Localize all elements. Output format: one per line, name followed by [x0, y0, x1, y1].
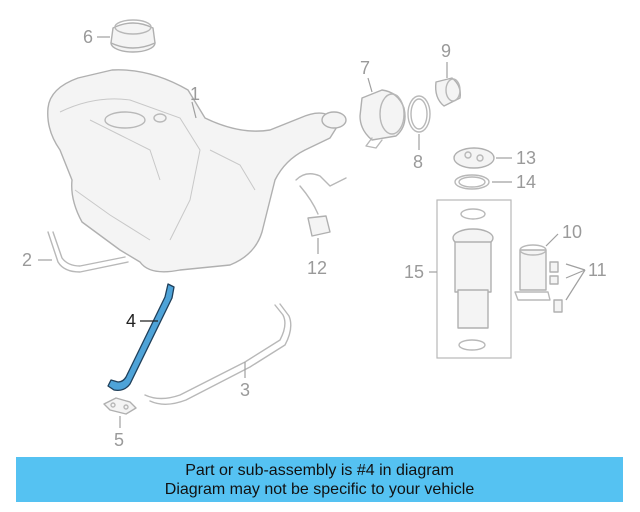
part-10-sender: [514, 244, 551, 301]
callout-2: 2: [22, 250, 32, 270]
callout-5: 5: [114, 430, 124, 450]
banner-line-1: Part or sub-assembly is #4 in diagram: [185, 461, 454, 479]
callout-11: 11: [588, 260, 607, 280]
callout-1: 1: [190, 84, 200, 104]
part-5-bracket: [103, 397, 137, 415]
callout-9: 9: [441, 41, 451, 61]
part-3-strap: [144, 303, 292, 405]
part-7-filler-neck: [359, 89, 406, 149]
part-15-pump-assembly: [436, 199, 512, 359]
info-banner: Part or sub-assembly is #4 in diagram Di…: [16, 457, 623, 502]
callout-3: 3: [240, 380, 250, 400]
part-12-sensor: [295, 173, 347, 237]
callout-12: 12: [307, 258, 327, 278]
banner-line-2: Diagram may not be specific to your vehi…: [164, 480, 475, 498]
callout-13: 13: [516, 148, 536, 168]
callout-14: 14: [516, 172, 536, 192]
callout-7: 7: [360, 58, 370, 78]
callout-8: 8: [413, 152, 423, 172]
part-11-fittings: [549, 261, 563, 313]
part-4-strap-highlighted: [107, 283, 175, 392]
callout-15: 15: [404, 262, 424, 282]
callout-4: 4: [126, 311, 136, 331]
part-6-cap: [110, 19, 156, 53]
part-14-seal: [454, 174, 490, 190]
part-8-seal: [407, 95, 431, 133]
callout-10: 10: [562, 222, 582, 242]
part-9-grommet: [434, 77, 462, 107]
part-1-fuel-tank: [47, 69, 347, 273]
callout-6: 6: [83, 27, 93, 47]
parts-diagram: 6 1 2 3 4 5 7 8 9 10 11 12 13 14 15: [22, 19, 607, 450]
part-2-strap: [47, 231, 129, 273]
part-13-lock-ring: [453, 147, 495, 169]
